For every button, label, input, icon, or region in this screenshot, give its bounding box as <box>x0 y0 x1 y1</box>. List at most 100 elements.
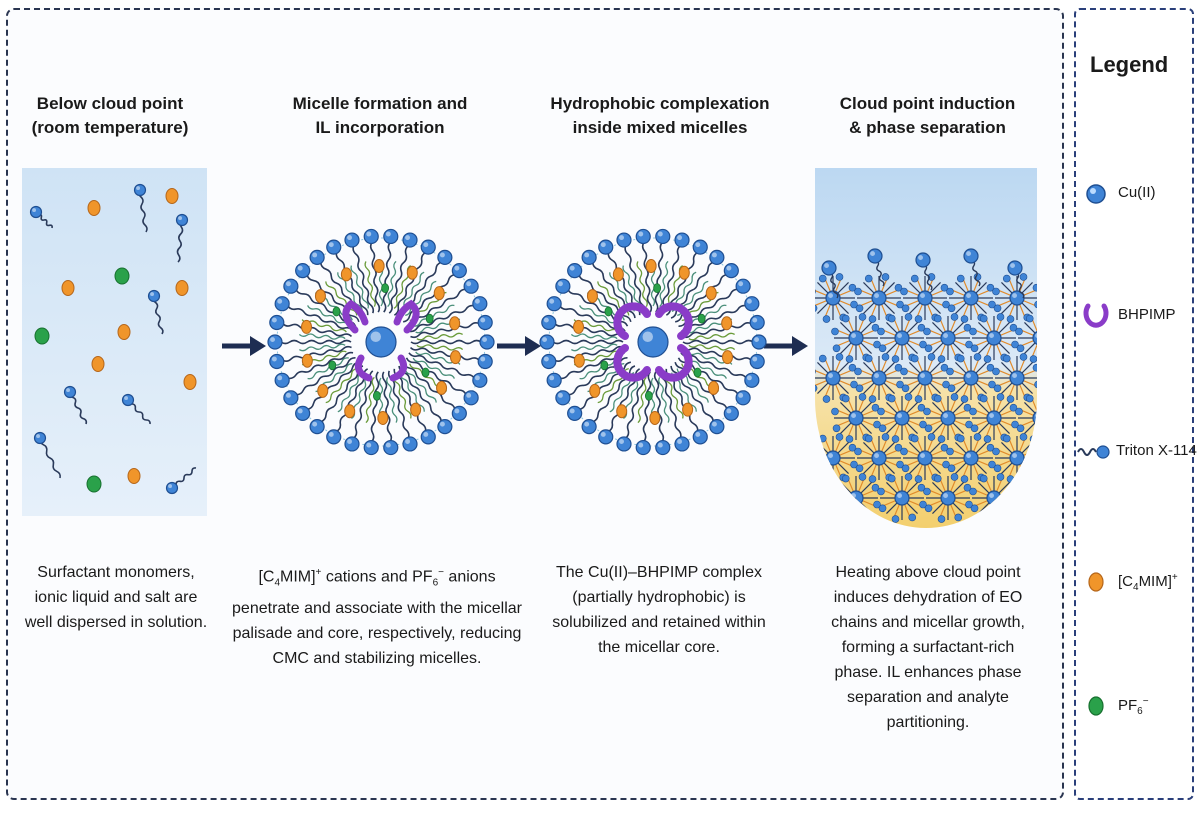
pf6-ion <box>381 283 390 294</box>
micelle-headgroup <box>363 228 379 245</box>
micelle-headgroup <box>437 418 453 435</box>
micelle-headgroup <box>581 418 597 435</box>
legend-panel <box>1074 8 1194 800</box>
triton-monomer <box>175 213 189 227</box>
micelle-core <box>963 450 979 466</box>
micelle-headgroup <box>479 334 495 350</box>
c4mim-ion <box>301 353 313 368</box>
legend-label-triton: Triton X-114 <box>1116 442 1197 459</box>
c4mim-ion <box>589 383 601 398</box>
c4mim-ion <box>721 350 733 365</box>
micelle-headgroup <box>344 232 360 248</box>
micelle-headgroup <box>567 262 583 279</box>
micelle-core <box>894 490 910 506</box>
pf6-ion <box>86 475 102 493</box>
micelle-headgroup <box>283 390 299 406</box>
micelle-core <box>917 450 933 466</box>
micelle-headgroup <box>420 429 436 445</box>
micelle-headgroup <box>274 372 290 388</box>
c4mim-ion <box>410 402 422 417</box>
c4mim-ion <box>377 410 389 425</box>
c4mim-ion <box>682 402 694 417</box>
c4mim-ion <box>373 259 385 274</box>
cu-core <box>365 326 397 358</box>
pf6-ion <box>421 367 430 378</box>
micelle-headgroup <box>472 372 488 388</box>
legend-title: Legend <box>1090 52 1169 77</box>
arrow-2-icon <box>497 336 541 356</box>
surface-headgroup <box>867 248 883 264</box>
stage-3-title: Hydrophobic complexation inside mixed mi… <box>550 94 770 137</box>
micelle-core <box>986 410 1002 426</box>
triton-monomer <box>29 205 43 219</box>
micelle-core <box>848 490 864 506</box>
cu-icon <box>1086 184 1106 204</box>
stage-2-micelle-illustration <box>267 228 495 456</box>
c4mim-ion <box>645 259 657 274</box>
micelle-headgroup <box>723 262 739 279</box>
micelle-headgroup <box>751 334 767 350</box>
micelle-headgroup <box>541 353 557 370</box>
c4mim-ion <box>433 286 445 301</box>
triton-monomer <box>165 481 179 495</box>
c4mim-ion <box>612 267 624 282</box>
c4mim-ion <box>406 265 418 280</box>
pf6-icon <box>1088 696 1104 716</box>
micelle-core <box>963 370 979 386</box>
c4mim-ion <box>165 188 179 204</box>
micelle-headgroup <box>463 278 479 294</box>
triton-monomer <box>63 385 77 399</box>
micelle-headgroup <box>326 429 342 445</box>
micelle-headgroup <box>451 262 467 279</box>
micelle-headgroup <box>635 439 651 456</box>
micelle-headgroup <box>674 436 690 452</box>
surface-headgroup <box>915 252 931 268</box>
stage-4-phase-illustration <box>815 168 1037 528</box>
micelle-core <box>871 450 887 466</box>
c4mim-ion <box>117 324 131 340</box>
micelle-core <box>986 490 1002 506</box>
micelle-headgroup <box>420 239 436 255</box>
micelle-headgroup <box>655 228 671 245</box>
micelle-headgroup <box>555 278 571 294</box>
legend-item-c4mim: [C4MIM]+ <box>1078 562 1194 602</box>
c4mim-ion <box>301 319 313 334</box>
stage-4-description: Heating above cloud point induces dehydr… <box>831 564 1025 731</box>
micelle-core <box>917 370 933 386</box>
micelle-core <box>963 290 979 306</box>
c4mim-ion <box>449 316 461 331</box>
micelle-headgroup <box>309 418 325 435</box>
pf6-ion <box>697 313 706 324</box>
micelle-headgroup <box>735 278 751 294</box>
micelle-core <box>825 450 841 466</box>
cu-core <box>637 326 669 358</box>
pf6-ion <box>372 390 381 401</box>
micelle-headgroup <box>402 232 418 248</box>
micelle-headgroup <box>477 314 493 331</box>
stage-3-description: The Cu(II)–BHPIMP complex (partially hyd… <box>552 564 766 656</box>
c4mim-ion <box>314 289 326 304</box>
micelle-headgroup <box>541 314 557 331</box>
micelle-headgroup <box>749 314 765 331</box>
micelle-headgroup <box>295 405 311 422</box>
micelle-headgroup <box>326 239 342 255</box>
c4mim-ion <box>449 350 461 365</box>
triton-monomer <box>33 431 47 445</box>
micelle-headgroup <box>735 390 751 406</box>
micelle-headgroup <box>451 405 467 422</box>
pf6-ion <box>693 367 702 378</box>
c4mim-ion <box>91 356 105 372</box>
micelle-core <box>871 290 887 306</box>
c4mim-ion <box>317 383 329 398</box>
micelle-headgroup <box>674 232 690 248</box>
bhpimp-complex <box>342 299 420 382</box>
micelle-core <box>848 330 864 346</box>
legend-label-bhpimp: BHPIMP <box>1118 306 1176 323</box>
arrow-1-icon <box>222 336 266 356</box>
micelle-headgroup <box>744 296 760 312</box>
legend-label-cu: Cu(II) <box>1118 184 1156 201</box>
triton-monomer <box>121 393 135 407</box>
c4mim-ion <box>127 468 141 484</box>
arrow-3-icon <box>764 336 808 356</box>
micelle-headgroup <box>463 390 479 406</box>
